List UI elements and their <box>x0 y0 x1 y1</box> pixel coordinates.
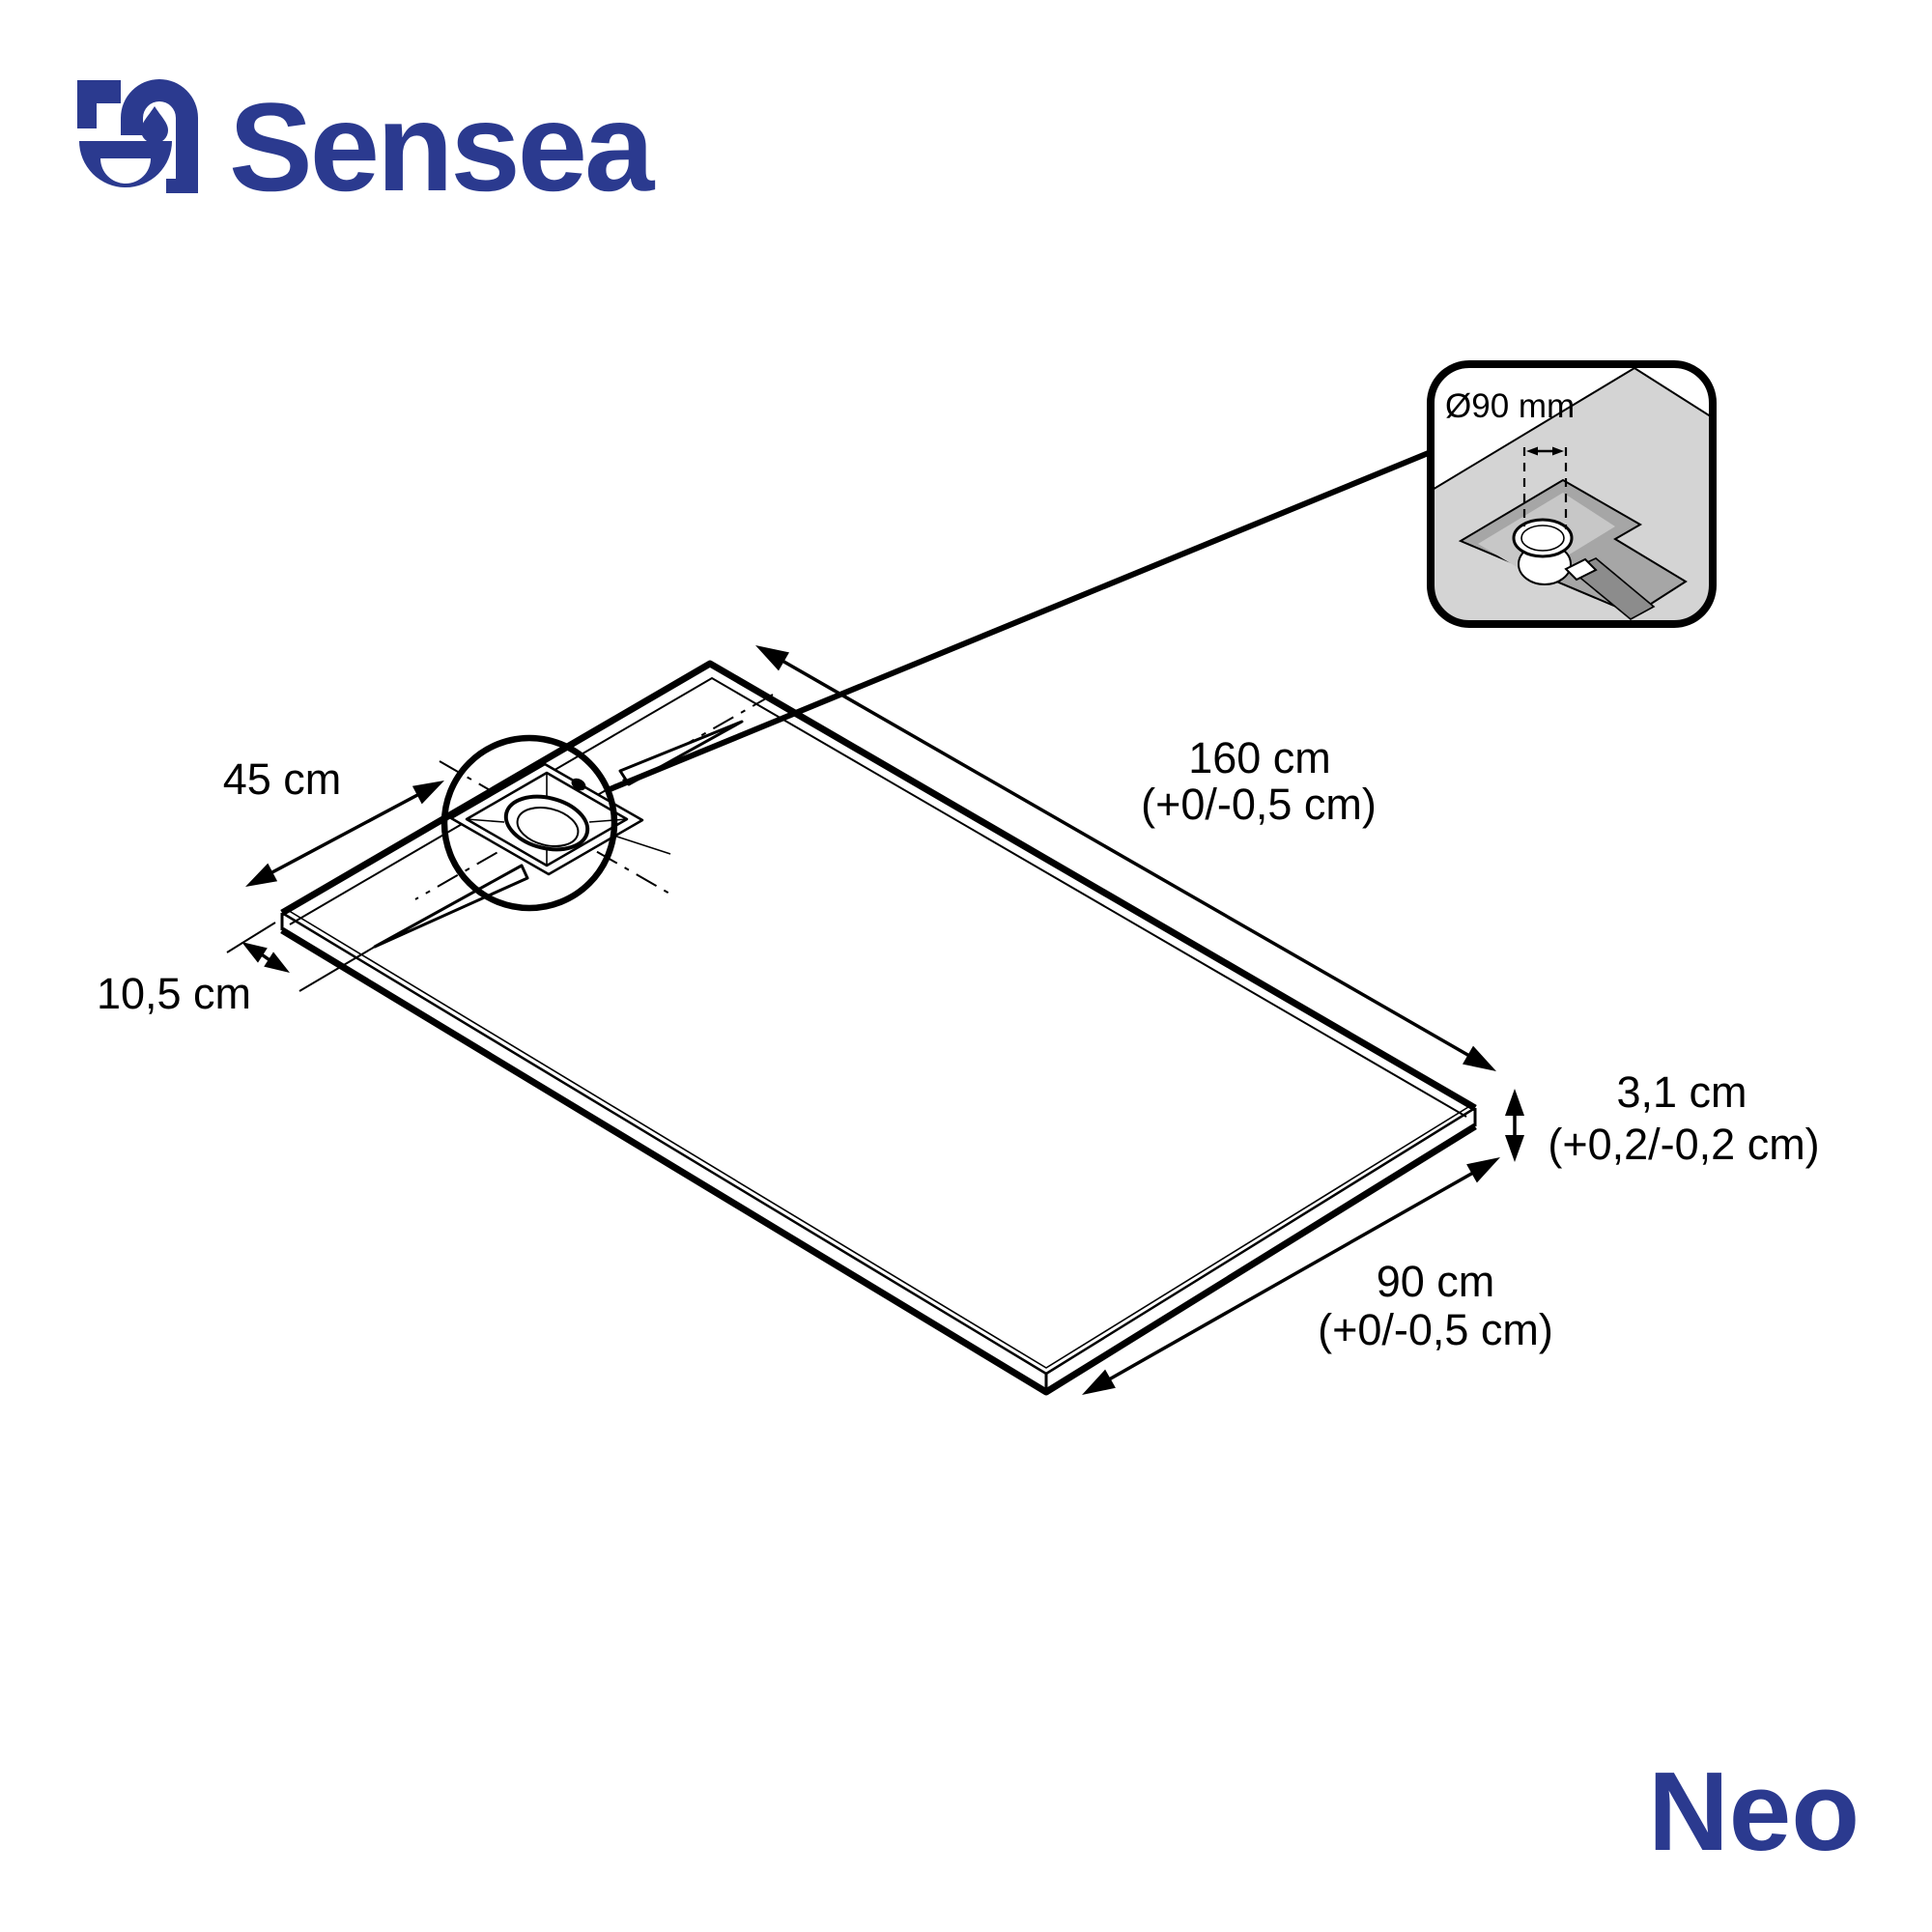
drain-groove-left <box>373 864 529 949</box>
drain-center-offset-value: 45 cm <box>223 754 342 804</box>
dimension-line <box>781 658 1471 1059</box>
tray-corner-edges <box>280 913 1477 1392</box>
arrowhead-icon <box>1505 1089 1524 1116</box>
shower-tray-drawing <box>280 449 1477 1396</box>
inset-siphon-flange-inner <box>1520 525 1565 552</box>
tray-top-front-edges <box>281 911 1476 1376</box>
dimension-length-160: 160 cm (+0/-0,5 cm) <box>755 645 1496 1071</box>
drain-edge-offset-value: 10,5 cm <box>97 969 251 1018</box>
brand-name: Sensea <box>229 76 656 217</box>
arrowhead-icon <box>242 942 268 963</box>
sensea-logo: Sensea <box>77 76 659 217</box>
logo-faucet-arch-shape <box>121 79 198 193</box>
inset-border <box>1427 360 1717 628</box>
arrowhead-icon <box>245 863 278 887</box>
logo-bracket-shape <box>77 80 121 128</box>
dimension-line <box>1107 1170 1475 1382</box>
inset-siphon-outlet <box>1564 557 1598 582</box>
inset-diameter-extension-lines <box>1522 447 1568 529</box>
dimension-thickness-31: 3,1 cm (+0,2/-0,2 cm) <box>1505 1067 1820 1169</box>
thickness-value: 3,1 cm <box>1616 1067 1747 1117</box>
arrowhead-icon <box>1463 1045 1496 1071</box>
product-name: Neo <box>1648 1748 1860 1874</box>
detail-leader-line <box>606 449 1433 793</box>
sensea-logo-icon <box>77 79 198 193</box>
arrowhead-icon <box>1466 1157 1500 1183</box>
detail-magnifier-circle <box>440 734 618 912</box>
thickness-tolerance: (+0,2/-0,2 cm) <box>1548 1120 1819 1169</box>
dimension-drain-center-45: 45 cm <box>223 754 444 887</box>
arrowhead-icon <box>412 781 444 805</box>
dimension-drain-edge-105: 10,5 cm <box>97 922 376 1018</box>
width-value: 90 cm <box>1377 1257 1495 1306</box>
drain-clip-dot <box>571 778 586 791</box>
arrowhead-icon <box>1505 1135 1524 1162</box>
tray-rim-inner-lines <box>289 676 1467 1118</box>
drain-plate-spokes <box>466 773 628 866</box>
length-value: 160 cm <box>1188 733 1331 782</box>
extension-lines <box>226 922 376 992</box>
width-tolerance: (+0/-0,5 cm) <box>1318 1305 1553 1354</box>
water-drop-icon <box>141 106 168 144</box>
dimension-width-90: 90 cm (+0/-0,5 cm) <box>1082 1157 1553 1395</box>
arrowhead-icon <box>755 645 789 671</box>
arrowhead-icon <box>1552 446 1564 456</box>
drain-hole-inner <box>516 807 580 847</box>
dimension-line <box>270 792 420 875</box>
arrowhead-icon <box>1526 446 1538 456</box>
tray-top-back-edges <box>280 660 1477 1112</box>
drain-groove-right <box>618 720 744 786</box>
length-tolerance: (+0/-0,5 cm) <box>1141 780 1377 829</box>
arrowhead-icon <box>264 952 290 973</box>
drain-detail-inset: Ø90 mm <box>1427 360 1717 628</box>
arrowhead-icon <box>1082 1369 1116 1395</box>
tray-top-front-inner-lines <box>285 908 1469 1369</box>
logo-basin-inner-shape <box>100 158 151 184</box>
drain-diameter-label: Ø90 mm <box>1445 387 1575 425</box>
